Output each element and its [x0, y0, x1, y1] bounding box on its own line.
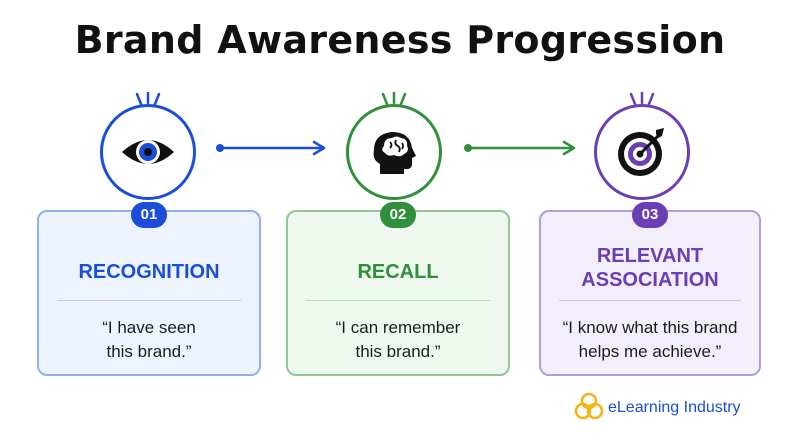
step-heading: RECALL	[357, 261, 439, 283]
step-quote: “I have seen this brand.”	[102, 318, 196, 361]
elearning-logo-icon	[574, 392, 604, 420]
step-1-icon-circle	[100, 92, 196, 200]
step-card-recognition: RECOGNITION “I have seen this brand.”	[37, 210, 261, 376]
step-quote: “I know what this brand helps me achieve…	[562, 318, 738, 361]
card-divider	[57, 300, 241, 301]
card-divider	[559, 300, 741, 301]
eye-icon	[122, 140, 174, 164]
step-2-icon-circle	[346, 92, 442, 200]
target-icon	[618, 128, 664, 176]
step-heading: RELEVANT ASSOCIATION	[581, 245, 719, 291]
brain-head-icon	[373, 132, 416, 174]
step-heading: RECOGNITION	[78, 261, 220, 283]
highlight-rays-icon	[135, 92, 161, 106]
step-number-badge: 01	[131, 202, 167, 228]
progress-arrow-1	[216, 140, 326, 156]
progress-arrow-2	[464, 140, 576, 156]
step-quote: “I can remember this brand.”	[335, 318, 461, 361]
highlight-rays-icon	[629, 92, 655, 106]
highlight-rays-icon	[381, 92, 407, 106]
step-3-icon-circle	[594, 92, 690, 200]
step-number-badge: 02	[380, 202, 416, 228]
brand-name: eLearning Industry	[608, 399, 741, 416]
page-title: Brand Awareness Progression	[74, 18, 726, 62]
step-card-recall: RECALL “I can remember this brand.”	[286, 210, 510, 376]
card-divider	[306, 300, 490, 301]
step-card-relevant-association: RELEVANT ASSOCIATION “I know what this b…	[539, 210, 761, 376]
step-number-badge: 03	[632, 202, 668, 228]
